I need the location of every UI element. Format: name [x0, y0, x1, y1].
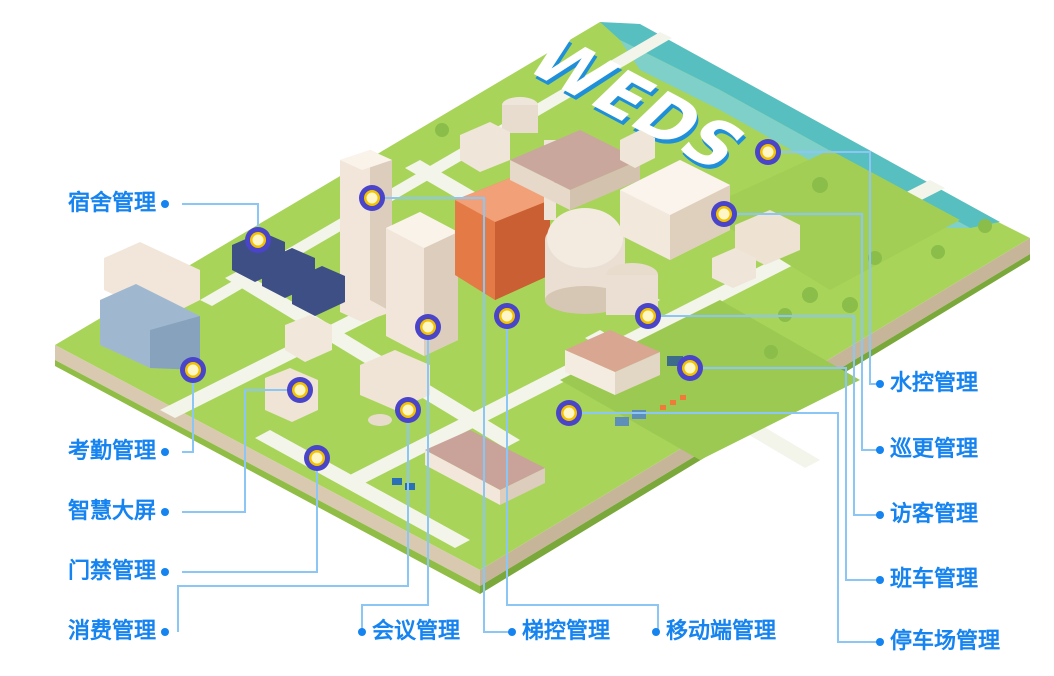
label-smart-screen[interactable]: 智慧大屏	[68, 499, 170, 525]
label-access-control[interactable]: 门禁管理	[68, 559, 170, 585]
location-marker-dormitory[interactable]	[245, 227, 271, 253]
bullet-dot	[161, 508, 170, 516]
label-patrol-text: 巡更管理	[890, 437, 979, 462]
label-mobile[interactable]: 移动端管理	[652, 619, 776, 645]
bullet-dot	[876, 638, 884, 646]
label-attendance[interactable]: 考勤管理	[68, 439, 170, 465]
label-smart-screen-text: 智慧大屏	[68, 499, 157, 524]
location-marker-parking[interactable]	[556, 400, 582, 426]
leader-water	[768, 151, 878, 385]
location-marker-consumption[interactable]	[395, 397, 421, 423]
bullet-dot	[876, 576, 884, 584]
leader-access-control	[182, 458, 318, 573]
label-meeting[interactable]: 会议管理	[358, 619, 460, 645]
label-patrol[interactable]: 巡更管理	[876, 437, 978, 463]
leader-parking	[569, 412, 878, 643]
bullet-dot	[161, 448, 170, 456]
label-visitor[interactable]: 访客管理	[876, 502, 978, 528]
label-parking[interactable]: 停车场管理	[876, 629, 1000, 655]
bullet-dot	[508, 628, 516, 636]
bullet-dot	[876, 446, 884, 454]
label-meeting-text: 会议管理	[372, 619, 461, 644]
location-marker-smart-screen[interactable]	[287, 377, 313, 403]
location-marker-patrol[interactable]	[711, 201, 737, 227]
leader-meeting	[361, 327, 429, 632]
leader-lines	[177, 151, 878, 643]
location-marker-water-control[interactable]	[755, 139, 781, 165]
leader-elevator	[372, 197, 512, 633]
bullet-dot	[161, 200, 170, 208]
location-marker-elevator[interactable]	[359, 185, 385, 211]
bullet-dot	[876, 380, 884, 388]
location-marker-visitor[interactable]	[635, 303, 661, 329]
label-elevator[interactable]: 梯控管理	[508, 619, 610, 645]
leader-attendance	[182, 370, 194, 453]
leader-consumption	[177, 410, 409, 632]
vehicles	[392, 356, 686, 490]
location-marker-access-control[interactable]	[304, 445, 330, 471]
bullet-dot	[358, 628, 366, 636]
leader-visitor	[648, 315, 878, 516]
label-elevator-text: 梯控管理	[522, 619, 611, 644]
label-visitor-text: 访客管理	[890, 502, 979, 527]
bullet-dot	[161, 568, 170, 576]
trees	[435, 123, 992, 359]
leader-mobile	[506, 316, 659, 632]
location-marker-shuttle-bus[interactable]	[677, 355, 703, 381]
bullet-dot	[161, 628, 170, 636]
label-dormitory[interactable]: 宿舍管理	[68, 191, 170, 217]
label-consumption-text: 消费管理	[68, 619, 157, 644]
label-water-control-text: 水控管理	[890, 371, 979, 396]
label-shuttle-bus-text: 班车管理	[890, 567, 979, 592]
markers	[180, 139, 781, 471]
bullet-dot	[652, 628, 660, 636]
label-shuttle-bus[interactable]: 班车管理	[876, 567, 978, 593]
leader-patrol	[724, 213, 878, 451]
location-marker-mobile[interactable]	[494, 303, 520, 329]
grass-patches	[560, 150, 960, 460]
location-marker-attendance[interactable]	[180, 357, 206, 383]
leader-smart-screen	[182, 389, 300, 513]
label-access-control-text: 门禁管理	[68, 559, 157, 584]
label-parking-text: 停车场管理	[890, 629, 1001, 654]
location-marker-meeting[interactable]	[415, 314, 441, 340]
label-water-control[interactable]: 水控管理	[876, 371, 978, 397]
label-dormitory-text: 宿舍管理	[68, 191, 157, 216]
label-consumption[interactable]: 消费管理	[68, 619, 170, 645]
bullet-dot	[876, 511, 884, 519]
label-mobile-text: 移动端管理	[666, 619, 777, 644]
leader-shuttle	[690, 367, 878, 581]
label-attendance-text: 考勤管理	[68, 439, 157, 464]
